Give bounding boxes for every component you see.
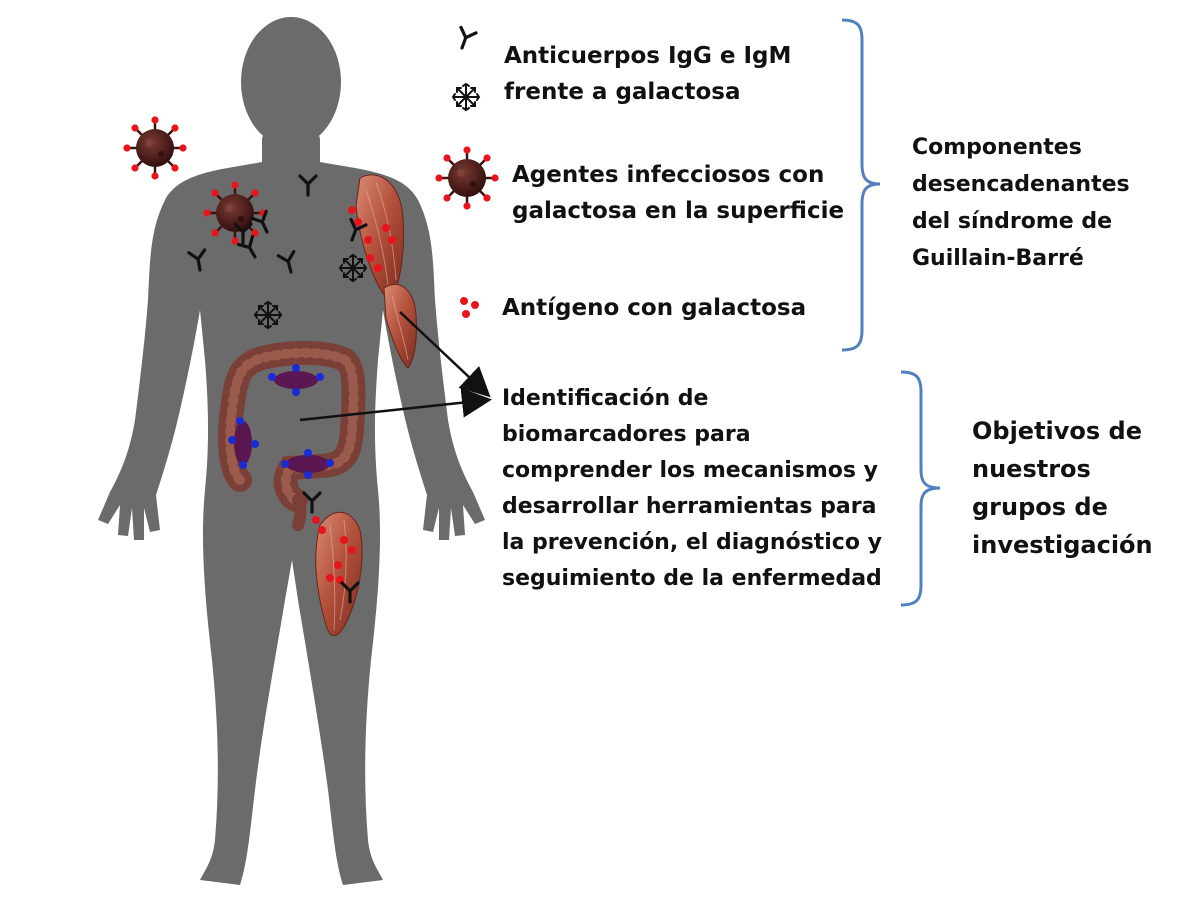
virus-on-chest [202,180,268,246]
legend-infectious-label: Agentes infecciosos con galactosa en la … [512,157,844,229]
immune-complex-abdomen [254,301,282,329]
legend-antigen-line1: Antígeno con galactosa [502,295,807,321]
research-line: investigación [972,531,1153,559]
virus-outside-left [122,115,188,181]
components-line: Guillain-Barré [912,246,1084,271]
research-line: grupos de [972,493,1108,521]
antibody-icon [452,25,478,53]
components-line: desencadenantes [912,172,1130,197]
objectives-line: Identificación de [502,386,709,411]
components-bracket [841,18,881,352]
legend-infectious-line2: galactosa en la superficie [512,198,845,224]
arrow-from-muscle [399,311,491,398]
objectives-bracket [900,370,941,607]
components-label: Componentes desencadenantes del síndrome… [912,129,1130,277]
intestine-marker-bottom [281,449,334,479]
arm-muscle-illustration [342,174,417,369]
leg-muscle-illustration [302,491,363,636]
research-line: Objetivos de [972,417,1143,445]
objectives-line: comprender los mecanismos y [502,458,879,483]
immune-complex-chest [339,254,367,282]
legend-antibodies-line2: frente a galactosa [504,79,741,105]
legend-antigen-label: Antígeno con galactosa [502,290,806,326]
intestine-marker-left [228,417,259,469]
components-line: del síndrome de [912,209,1113,234]
virus-icon [434,145,500,211]
arrow-from-intestine [299,387,492,422]
red-dots-icon [460,297,479,318]
snowflake-complex-icon [452,83,480,111]
objectives-line: biomarcadores para [502,422,751,447]
objectives-text: Identificación de biomarcadores para com… [502,381,882,597]
intestine-marker-top [268,364,324,396]
legend-infectious-line1: Agentes infecciosos con [512,162,825,188]
objectives-line: la prevención, el diagnóstico y [502,530,882,555]
objectives-line: seguimiento de la enfermedad [502,566,882,591]
research-objectives-label: Objetivos de nuestros grupos de investig… [972,412,1153,564]
legend-antibodies-label: Anticuerpos IgG e IgM frente a galactosa [504,38,791,110]
legend-antibodies-line1: Anticuerpos IgG e IgM [504,43,792,69]
components-line: Componentes [912,135,1082,160]
objectives-line: desarrollar herramientas para [502,494,877,519]
human-body-silhouette [98,17,485,885]
research-line: nuestros [972,455,1091,483]
